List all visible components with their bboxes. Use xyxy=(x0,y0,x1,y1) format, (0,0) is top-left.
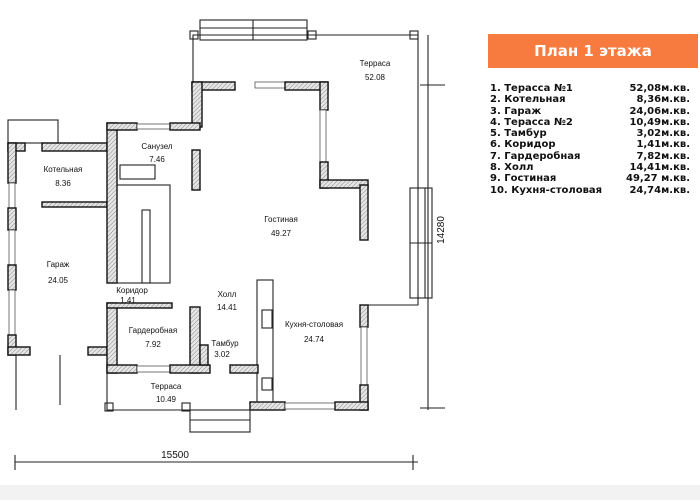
left-wing-walls xyxy=(7,119,259,410)
room-vestibule-name: Тамбур xyxy=(211,339,239,348)
room-garage-area: 24.05 xyxy=(48,276,69,285)
room-vestibule-area: 3.02 xyxy=(214,350,230,359)
room-living-area: 49.27 xyxy=(271,229,292,238)
room-corridor-name: Коридор xyxy=(116,286,148,295)
plan-title: План 1 этажа xyxy=(488,34,698,68)
room-hall-name: Холл xyxy=(218,290,237,299)
depth-dimension: 14280 xyxy=(436,216,447,244)
dimension-lines xyxy=(14,35,445,470)
room-garage-name: Гараж xyxy=(47,260,70,269)
room-hall-area: 14.41 xyxy=(217,303,238,312)
room-corridor-area: 1.41 xyxy=(120,296,136,305)
width-dimension: 15500 xyxy=(161,450,189,461)
bottom-bar xyxy=(0,485,700,500)
terrace-2 xyxy=(104,373,251,433)
main-walls xyxy=(191,81,369,411)
room-boiler-area: 8.36 xyxy=(55,179,71,188)
room-living-name: Гостиная xyxy=(264,215,298,224)
terrace-1 xyxy=(189,19,433,306)
floor-plan: 15500 14280 Терраса 52.08 Котельная 8.36… xyxy=(7,19,447,470)
room-terrace1-area: 52.08 xyxy=(365,73,386,82)
room-wardrobe-name: Гардеробная xyxy=(129,326,177,335)
room-boiler-name: Котельная xyxy=(44,165,83,174)
room-terrace2-area: 10.49 xyxy=(156,395,177,404)
room-terrace1-name: Терраса xyxy=(360,59,391,68)
room-terrace2-name: Терраса xyxy=(151,382,182,391)
room-kitchen-name: Кухня-столовая xyxy=(285,320,343,329)
room-bath-name: Санузел xyxy=(141,142,172,151)
room-kitchen-area: 24.74 xyxy=(304,335,325,344)
room-wardrobe-area: 7.92 xyxy=(145,340,161,349)
room-bath-area: 7.46 xyxy=(149,155,165,164)
